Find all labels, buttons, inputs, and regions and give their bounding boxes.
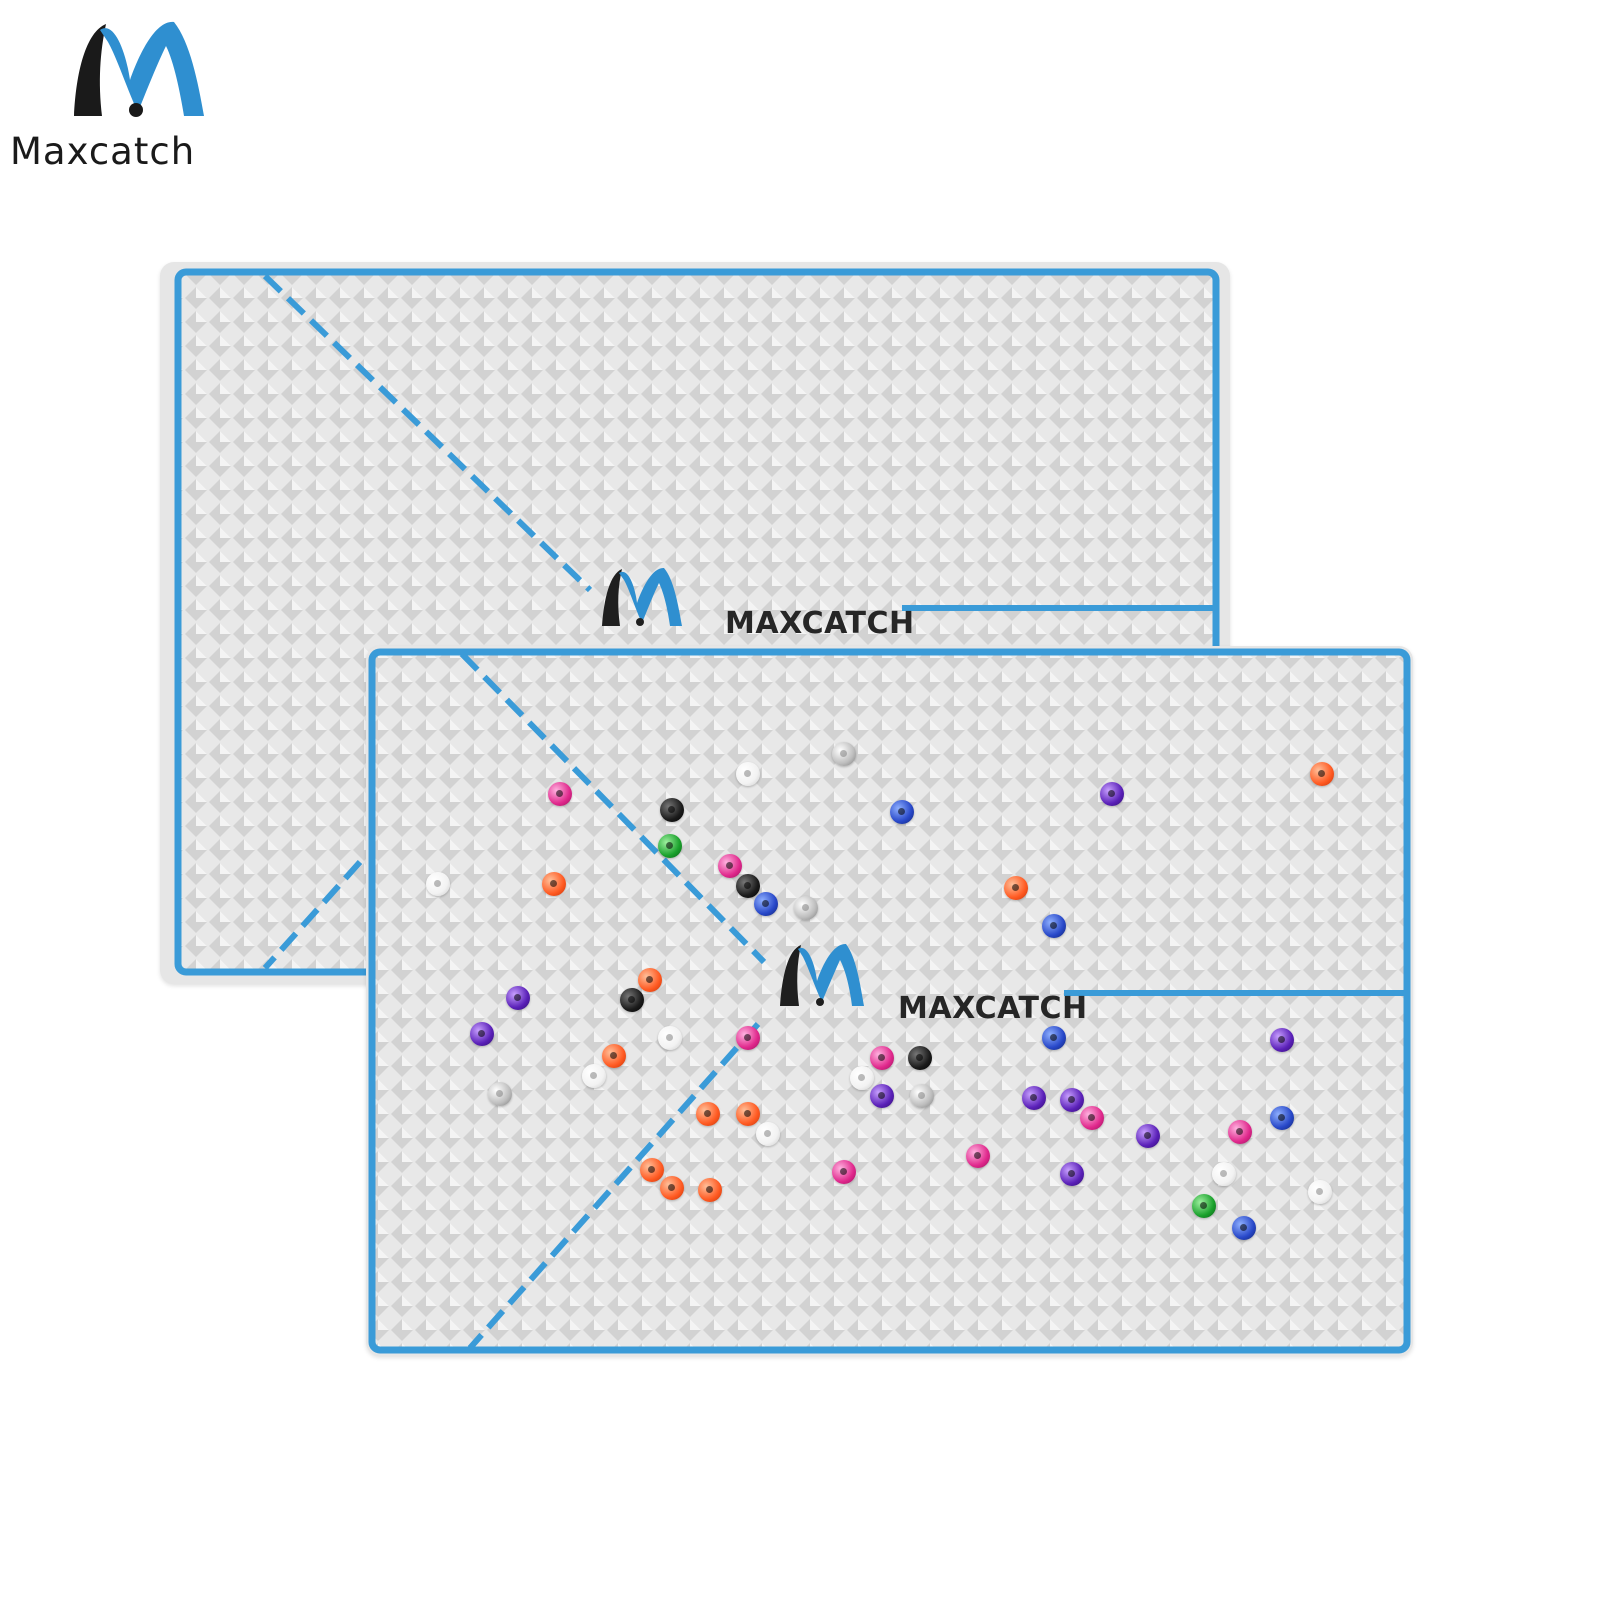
tungsten-bead	[718, 854, 742, 878]
tungsten-bead	[696, 1102, 720, 1126]
tungsten-bead	[1060, 1088, 1084, 1112]
tungsten-bead	[870, 1046, 894, 1070]
tungsten-bead	[870, 1084, 894, 1108]
mat-brand-label: MAXCATCH	[725, 606, 915, 641]
tungsten-bead	[1270, 1106, 1294, 1130]
tungsten-bead	[736, 762, 760, 786]
tungsten-bead	[698, 1178, 722, 1202]
tungsten-bead	[602, 1044, 626, 1068]
tungsten-bead	[794, 896, 818, 920]
tungsten-bead	[1080, 1106, 1104, 1130]
tungsten-bead	[542, 872, 566, 896]
tungsten-bead	[658, 834, 682, 858]
tungsten-bead	[638, 968, 662, 992]
tungsten-bead	[890, 800, 914, 824]
tungsten-bead	[660, 798, 684, 822]
tungsten-bead	[910, 1084, 934, 1108]
tungsten-bead	[1192, 1194, 1216, 1218]
maxcatch-m-icon	[780, 943, 864, 1006]
fly-tying-mat-front: MAXCATCH	[366, 646, 1413, 1356]
tungsten-bead	[966, 1144, 990, 1168]
tungsten-bead	[756, 1122, 780, 1146]
tungsten-bead	[658, 1026, 682, 1050]
tungsten-bead	[832, 742, 856, 766]
tungsten-bead	[1060, 1162, 1084, 1186]
tungsten-bead	[1310, 762, 1334, 786]
tungsten-bead	[736, 1026, 760, 1050]
tungsten-bead	[660, 1176, 684, 1200]
tungsten-bead	[582, 1064, 606, 1088]
maxcatch-m-icon	[74, 21, 204, 117]
tungsten-bead	[1212, 1162, 1236, 1186]
tungsten-bead	[850, 1066, 874, 1090]
tungsten-bead	[640, 1158, 664, 1182]
tungsten-bead	[1308, 1180, 1332, 1204]
brand-logo: Maxcatch	[6, 12, 276, 173]
mat-brand-label: MAXCATCH	[898, 991, 1088, 1026]
tungsten-bead	[1270, 1028, 1294, 1052]
tungsten-bead	[1136, 1124, 1160, 1148]
tungsten-bead	[1228, 1120, 1252, 1144]
tungsten-bead	[470, 1022, 494, 1046]
tungsten-bead	[548, 782, 572, 806]
brand-wordmark: Maxcatch	[10, 130, 196, 173]
tungsten-bead	[488, 1082, 512, 1106]
tungsten-bead	[908, 1046, 932, 1070]
maxcatch-m-icon	[602, 567, 682, 626]
tungsten-bead	[754, 892, 778, 916]
tungsten-bead	[1100, 782, 1124, 806]
tungsten-bead	[620, 988, 644, 1012]
tungsten-bead	[1042, 914, 1066, 938]
tungsten-bead	[736, 874, 760, 898]
tungsten-bead	[736, 1102, 760, 1126]
tungsten-bead	[426, 872, 450, 896]
tungsten-bead	[1232, 1216, 1256, 1240]
tungsten-bead	[1022, 1086, 1046, 1110]
tungsten-bead	[506, 986, 530, 1010]
tungsten-bead	[1004, 876, 1028, 900]
tungsten-bead	[832, 1160, 856, 1184]
tungsten-bead	[1042, 1026, 1066, 1050]
